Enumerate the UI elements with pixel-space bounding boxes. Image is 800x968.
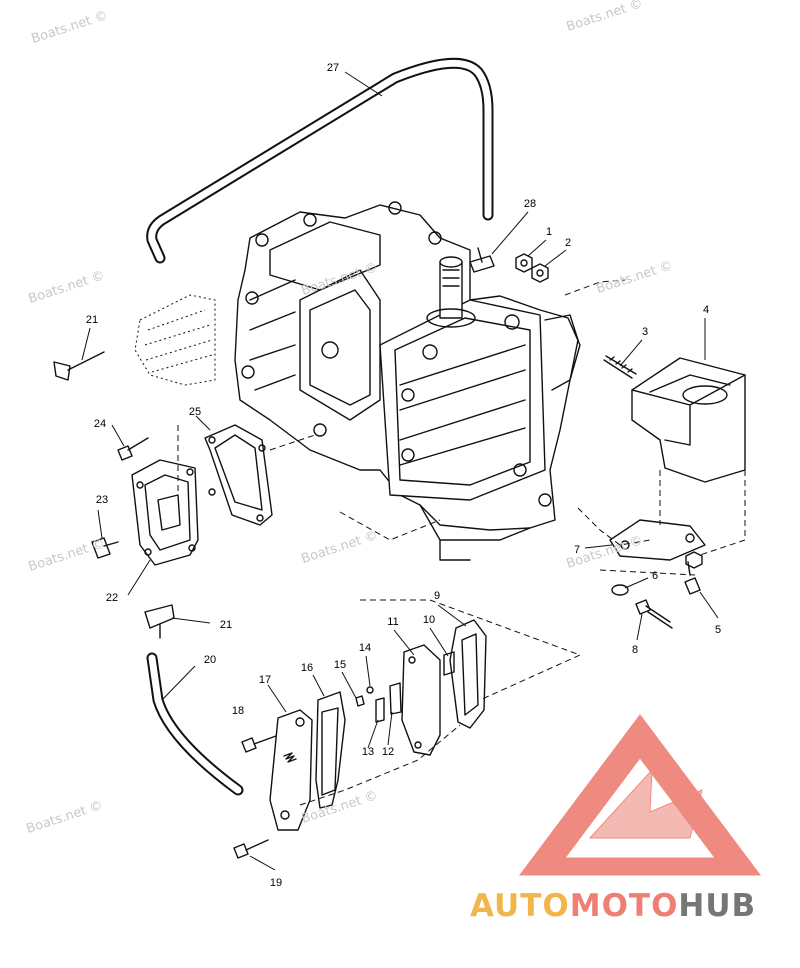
callout-11: 11 [387,616,399,628]
fitting-21a [53,351,105,381]
cover-22 [131,459,199,566]
nut-1 [515,253,533,273]
hose-20 [146,652,244,796]
bolt-8 [635,599,673,629]
callout-18: 18 [231,705,245,717]
plate-17 [269,709,313,831]
gasket-9 [449,619,487,729]
brand-wordmark: AUTOMOTOHUB [470,888,756,924]
assembly-lines [177,279,746,806]
callout-13: 13 [361,746,375,758]
part-10 [443,651,455,676]
callout-6: 6 [651,570,659,582]
reed-16 [315,691,346,809]
callout-15: 15 [333,659,347,671]
brand-logo [519,714,761,876]
fitting-21b [144,604,175,639]
washer-6 [611,584,629,596]
callout-8: 8 [631,644,639,656]
gasket-25 [204,424,273,526]
callout-1: 1 [545,226,553,238]
reed-12 [389,682,402,715]
callout-5: 5 [714,624,722,636]
callout-28: 28 [523,198,537,210]
adapter-4 [631,357,746,483]
callout-14: 14 [358,642,372,654]
fitting-28 [469,247,495,273]
leader-lines [81,71,719,871]
brand-hub: HUB [678,888,757,924]
stud-3 [603,355,637,379]
callout-7: 7 [573,544,581,556]
stop-13 [375,697,385,723]
callout-23: 23 [95,494,109,506]
callout-27: 27 [326,62,340,74]
callout-3: 3 [641,326,649,338]
callout-21-top: 21 [85,314,99,326]
callout-20: 20 [203,654,217,666]
fitting-23 [91,537,119,559]
engine-block [234,201,581,561]
callout-9: 9 [433,590,441,602]
screw-15 [355,695,365,707]
washer-14 [366,686,374,694]
callout-19: 19 [269,877,283,889]
brand-auto: AUTO [470,888,570,924]
callout-10: 10 [422,614,436,626]
hatch-area [134,294,216,386]
callout-12: 12 [381,746,395,758]
screw-18 [241,735,277,753]
callout-25: 25 [188,406,202,418]
callout-16: 16 [300,662,314,674]
bracket-7 [609,519,706,561]
brand-moto: MOTO [569,888,679,924]
callout-24: 24 [93,418,107,430]
screw-24 [117,437,149,461]
callout-17: 17 [258,674,272,686]
callout-22: 22 [105,592,119,604]
callout-2: 2 [564,237,572,249]
callout-4: 4 [702,304,710,316]
plate-11 [401,644,441,756]
screw-5 [684,561,701,595]
nut-2 [531,263,549,283]
screw-19 [233,839,269,859]
callout-21-bottom: 21 [219,619,233,631]
